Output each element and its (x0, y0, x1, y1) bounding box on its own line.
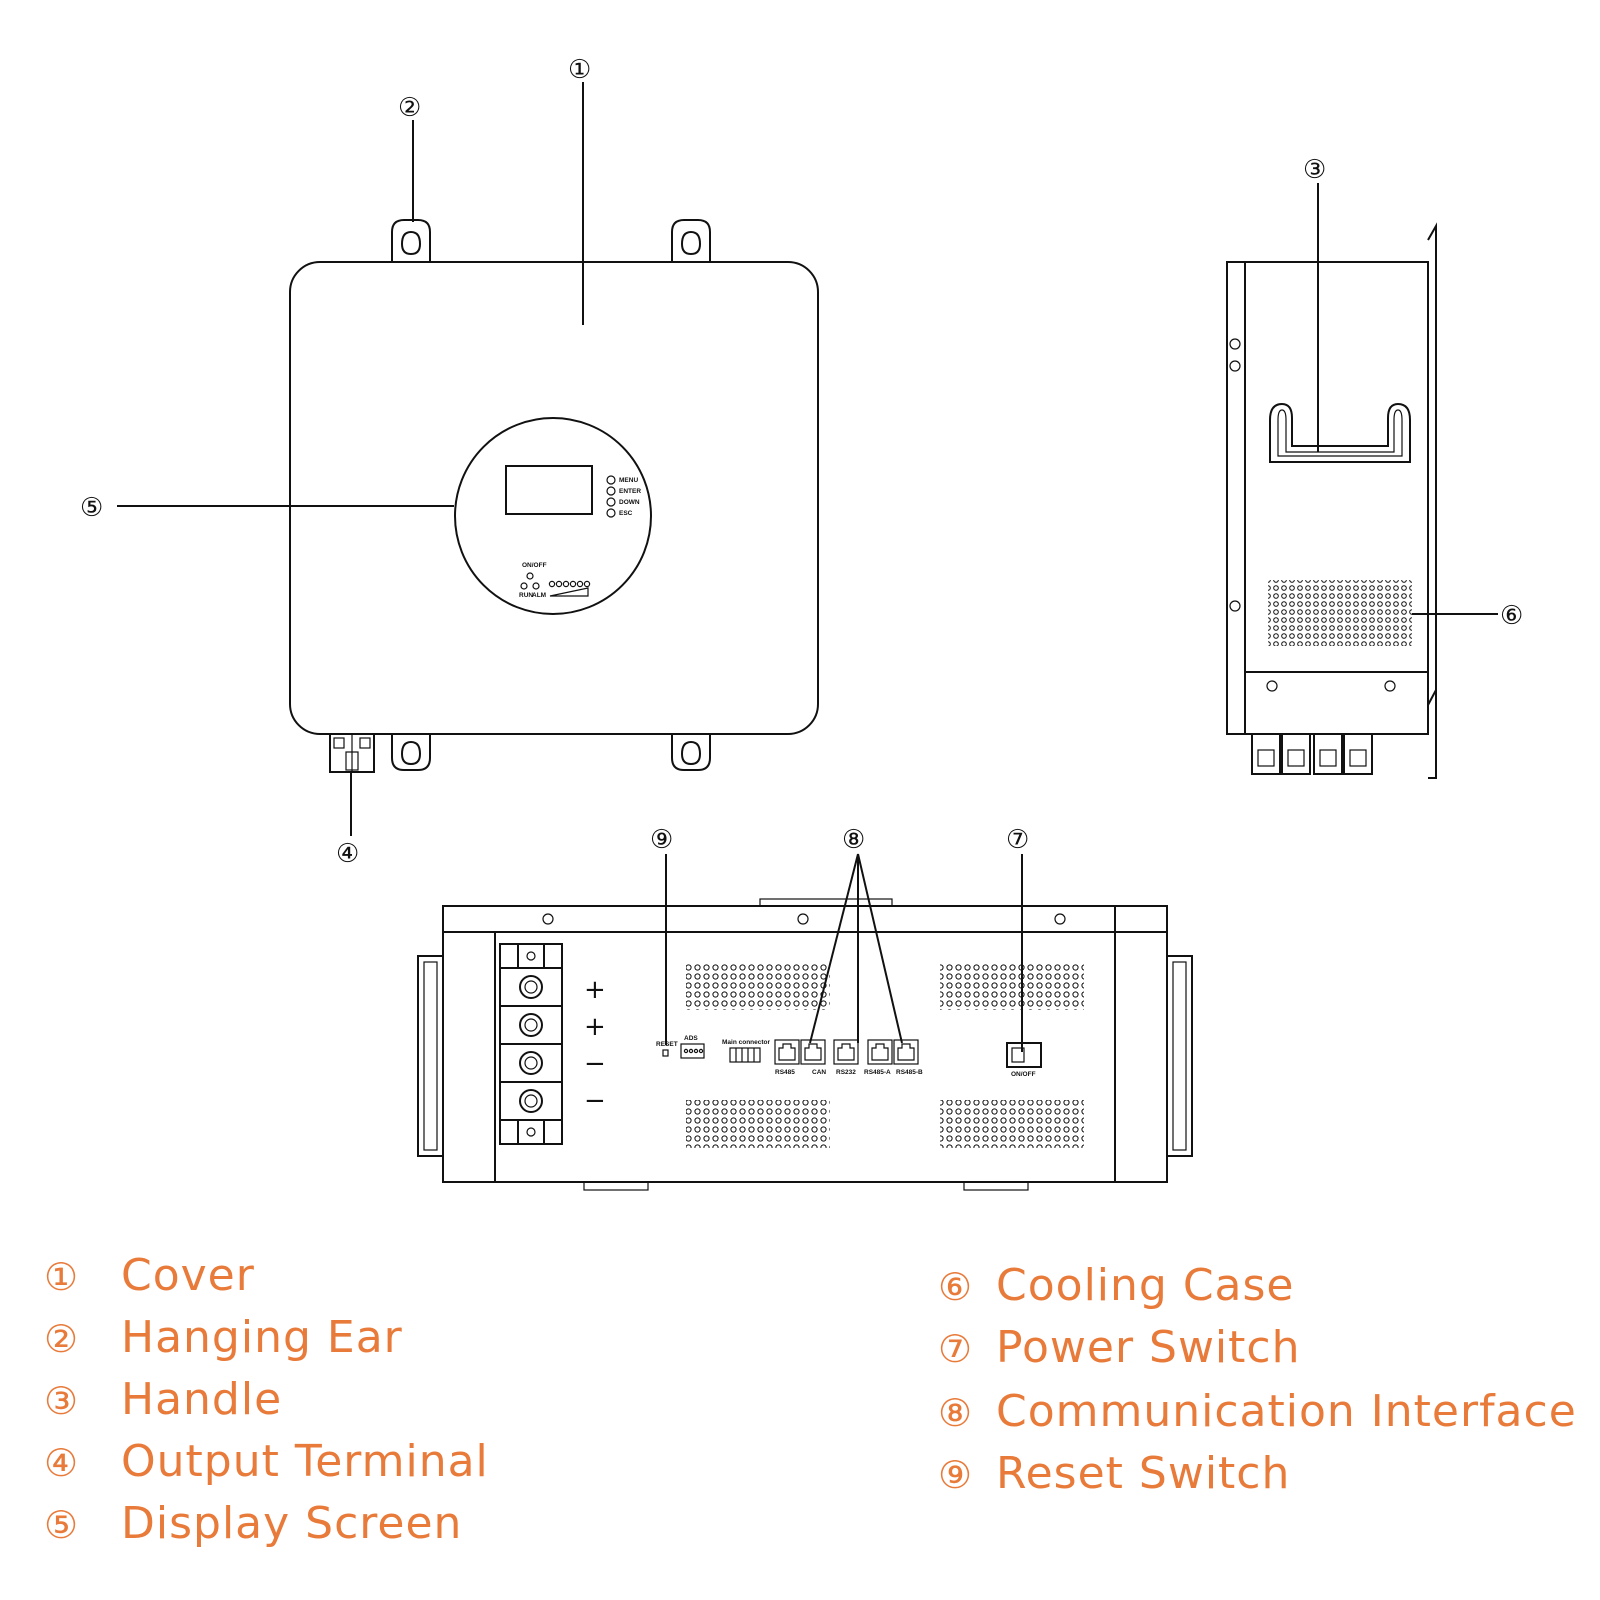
callout-leaders (117, 82, 1498, 1052)
power-switch-label: ON/OFF (1011, 1071, 1036, 1078)
side-view (1226, 222, 1437, 779)
minus-sign-2: − (584, 1086, 606, 1116)
callout-4: ④ (336, 839, 359, 869)
legend-num-8: ⑧ (938, 1391, 972, 1435)
bottom-view: + + − − RESET ADS Main connector (417, 898, 1193, 1191)
handle (1269, 402, 1411, 463)
onoff-label: ON/OFF (522, 562, 547, 569)
panel-buttons: MENU ENTER DOWN ESC (606, 475, 641, 518)
rs485-b-label: RS485-B (896, 1069, 923, 1076)
callout-6: ⑥ (1500, 601, 1523, 631)
reset-switch-icon[interactable] (662, 1049, 669, 1057)
hanging-ear-keyhole-bl (400, 740, 422, 766)
legend-label-1: Cover (121, 1250, 255, 1301)
level-leds (548, 580, 591, 588)
onoff-indicator-icon (526, 572, 534, 580)
rs485-a-label: RS485-A (864, 1069, 891, 1076)
vent-top-left (686, 962, 830, 1010)
side-mount-plate (1427, 222, 1437, 779)
legend-num-1: ① (44, 1255, 78, 1299)
callout-3: ③ (1303, 155, 1326, 185)
callout-2: ② (398, 93, 421, 123)
cover-body (289, 261, 819, 735)
rs485-label: RS485 (775, 1069, 795, 1076)
ads-dip-switch[interactable] (680, 1043, 705, 1059)
side-terminals (1251, 733, 1373, 775)
port-can[interactable] (800, 1039, 826, 1065)
legend-num-9: ⑨ (938, 1453, 972, 1497)
legend-right: ⑥ Cooling Case ⑦ Power Switch ⑧ Communic… (938, 1260, 1577, 1499)
legend-label-3: Handle (121, 1374, 282, 1425)
legend-label-4: Output Terminal (121, 1436, 489, 1487)
legend-num-4: ④ (44, 1441, 78, 1485)
menu-label: MENU (619, 477, 638, 484)
legend-num-6: ⑥ (938, 1265, 972, 1309)
hanging-ear-keyhole-tl (400, 230, 422, 256)
down-label: DOWN (619, 499, 640, 506)
front-view: MENU ENTER DOWN ESC ON/OFF RUN ALM (289, 219, 819, 773)
legend-num-5: ⑤ (44, 1503, 78, 1547)
hanging-ear-top-right (671, 219, 711, 262)
legend-label-7: Power Switch (996, 1322, 1301, 1373)
bottom-terminal-block (499, 943, 563, 1145)
display-screen (505, 465, 593, 515)
vent-top-right (940, 962, 1084, 1010)
ads-label: ADS (684, 1035, 698, 1042)
rs232-label: RS232 (836, 1069, 856, 1076)
legend-num-7: ⑦ (938, 1327, 972, 1371)
callout-9: ⑨ (650, 825, 673, 855)
callout-1: ① (568, 55, 591, 85)
main-connector-label: Main connector (722, 1039, 771, 1046)
minus-sign-1: − (584, 1049, 606, 1079)
legend-left: ① Cover ② Hanging Ear ③ Handle ④ Output … (44, 1250, 489, 1549)
run-label: RUN (519, 592, 533, 599)
rj45-ports (774, 1039, 919, 1065)
port-rs485-a[interactable] (867, 1039, 893, 1065)
alm-label: ALM (532, 592, 546, 599)
vent-bottom-right (940, 1100, 1084, 1148)
right-side-handle (1166, 955, 1193, 1157)
down-button-icon[interactable] (606, 497, 616, 507)
legend-label-2: Hanging Ear (121, 1312, 403, 1363)
legend-label-9: Reset Switch (996, 1448, 1290, 1499)
side-body (1226, 261, 1429, 735)
plus-sign-1: + (584, 975, 606, 1005)
callout-7: ⑦ (1006, 825, 1029, 855)
level-wedge-icon (549, 587, 589, 597)
run-led-icon (520, 582, 528, 590)
legend-label-8: Communication Interface (996, 1386, 1577, 1437)
esc-label: ESC (619, 510, 633, 517)
plus-sign-2: + (584, 1012, 606, 1042)
legend-label-5: Display Screen (121, 1498, 462, 1549)
legend-num-2: ② (44, 1317, 78, 1361)
enter-label: ENTER (619, 488, 641, 495)
hanging-ear-top-left (391, 219, 431, 262)
menu-button-icon[interactable] (606, 475, 616, 485)
hanging-ear-keyhole-tr (680, 230, 702, 256)
main-connector-icon[interactable] (729, 1047, 761, 1063)
hanging-ear-bottom-left (391, 734, 431, 771)
enter-button-icon[interactable] (606, 486, 616, 496)
power-switch[interactable] (1006, 1042, 1042, 1068)
output-terminal (329, 733, 375, 773)
hanging-ear-bottom-right (671, 734, 711, 771)
legend-label-6: Cooling Case (996, 1260, 1295, 1311)
callout-8: ⑧ (842, 825, 865, 855)
legend-num-3: ③ (44, 1379, 78, 1423)
left-side-handle (417, 955, 444, 1157)
alm-led-icon (532, 582, 540, 590)
ads-dots (683, 1048, 704, 1054)
display-panel-circle (454, 417, 652, 615)
can-label: CAN (812, 1069, 826, 1076)
hanging-ear-keyhole-br (680, 740, 702, 766)
port-rs485-b[interactable] (893, 1039, 919, 1065)
vent-bottom-left (686, 1100, 830, 1148)
port-rs485[interactable] (774, 1039, 800, 1065)
cooling-case-vent (1268, 580, 1412, 646)
esc-button-icon[interactable] (606, 508, 616, 518)
port-rs232[interactable] (833, 1039, 859, 1065)
callout-badges: ① ② ③ ④ ⑤ ⑥ ⑦ ⑧ ⑨ (80, 55, 1523, 869)
callout-5: ⑤ (80, 493, 103, 523)
